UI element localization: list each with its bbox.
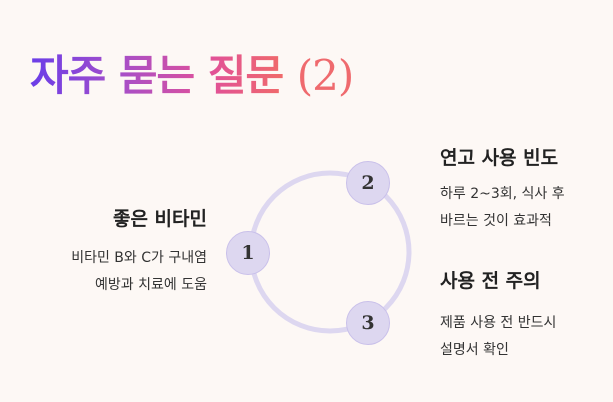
item-heading-ointment: 연고 사용 빈도 bbox=[440, 147, 559, 169]
step-number-1: 1 bbox=[241, 242, 255, 264]
item-heading-caution: 사용 전 주의 bbox=[440, 270, 541, 292]
page-title: 자주 묻는 질문 (2) bbox=[30, 48, 354, 104]
item-desc-ointment: 하루 2~3회, 식사 후 바르는 것이 효과적 bbox=[440, 181, 565, 235]
step-number-2: 2 bbox=[361, 172, 375, 194]
item-desc-line: 바르는 것이 효과적 bbox=[440, 213, 552, 229]
item-desc-line: 제품 사용 전 반드시 bbox=[440, 315, 557, 331]
item-desc-line: 하루 2~3회, 식사 후 bbox=[440, 186, 565, 202]
title-suffix: (2) bbox=[296, 51, 354, 100]
item-desc-caution: 제품 사용 전 반드시 설명서 확인 bbox=[440, 310, 556, 364]
step-badge-1: 1 bbox=[226, 231, 270, 275]
item-desc-line: 예방과 치료에 도움 bbox=[95, 277, 207, 293]
item-heading-vitamin: 좋은 비타민 bbox=[112, 208, 207, 230]
step-badge-3: 3 bbox=[346, 301, 390, 345]
item-desc-line: 설명서 확인 bbox=[440, 342, 509, 358]
item-desc-vitamin: 비타민 B와 C가 구내염 예방과 치료에 도움 bbox=[71, 245, 207, 299]
title-main: 자주 묻는 질문 bbox=[30, 51, 284, 100]
item-desc-line: 비타민 B와 C가 구내염 bbox=[71, 250, 207, 266]
step-number-3: 3 bbox=[361, 312, 375, 334]
step-badge-2: 2 bbox=[346, 161, 390, 205]
